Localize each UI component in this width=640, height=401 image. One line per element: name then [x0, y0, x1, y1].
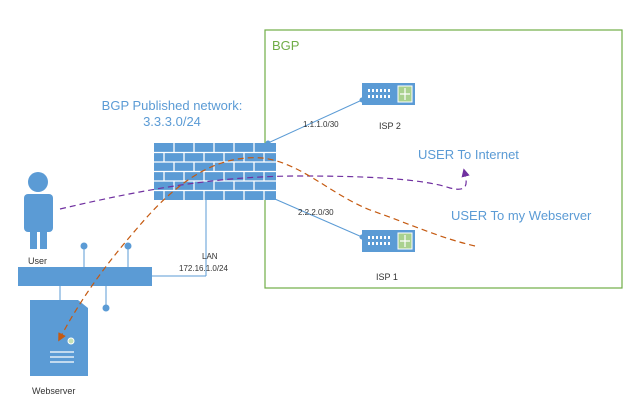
- published-network-prefix: 3.3.3.0/24: [143, 114, 201, 129]
- link-firewall-isp1: [267, 195, 363, 238]
- flow-to-webserver: [58, 157, 476, 342]
- flow-user-to-internet-label: USER To Internet: [418, 147, 519, 162]
- isp1-subnet-label: 2.2.2.0/30: [298, 208, 334, 217]
- user-icon: [24, 172, 53, 249]
- isp2-router-icon: [362, 83, 415, 105]
- bgp-region-label: BGP: [272, 38, 299, 53]
- flow-user-to-webserver-label: USER To my Webserver: [451, 208, 592, 223]
- published-network-title: BGP Published network:: [102, 98, 243, 113]
- webserver-label: Webserver: [32, 386, 75, 396]
- user-label: User: [28, 256, 47, 266]
- isp2-subnet-label: 1.1.1.0/30: [303, 120, 339, 129]
- link-firewall-isp2: [267, 99, 363, 144]
- lan-label: LAN: [202, 252, 218, 261]
- webserver-icon: [30, 300, 88, 376]
- firewall-icon: [154, 143, 276, 200]
- lan-subnet-label: 172.16.1.0/24: [179, 264, 228, 273]
- isp1-label: ISP 1: [376, 272, 398, 282]
- isp1-router-icon: [362, 230, 415, 252]
- flow-user-to-internet: [59, 168, 470, 210]
- isp2-label: ISP 2: [379, 121, 401, 131]
- switch-icon: [18, 242, 152, 312]
